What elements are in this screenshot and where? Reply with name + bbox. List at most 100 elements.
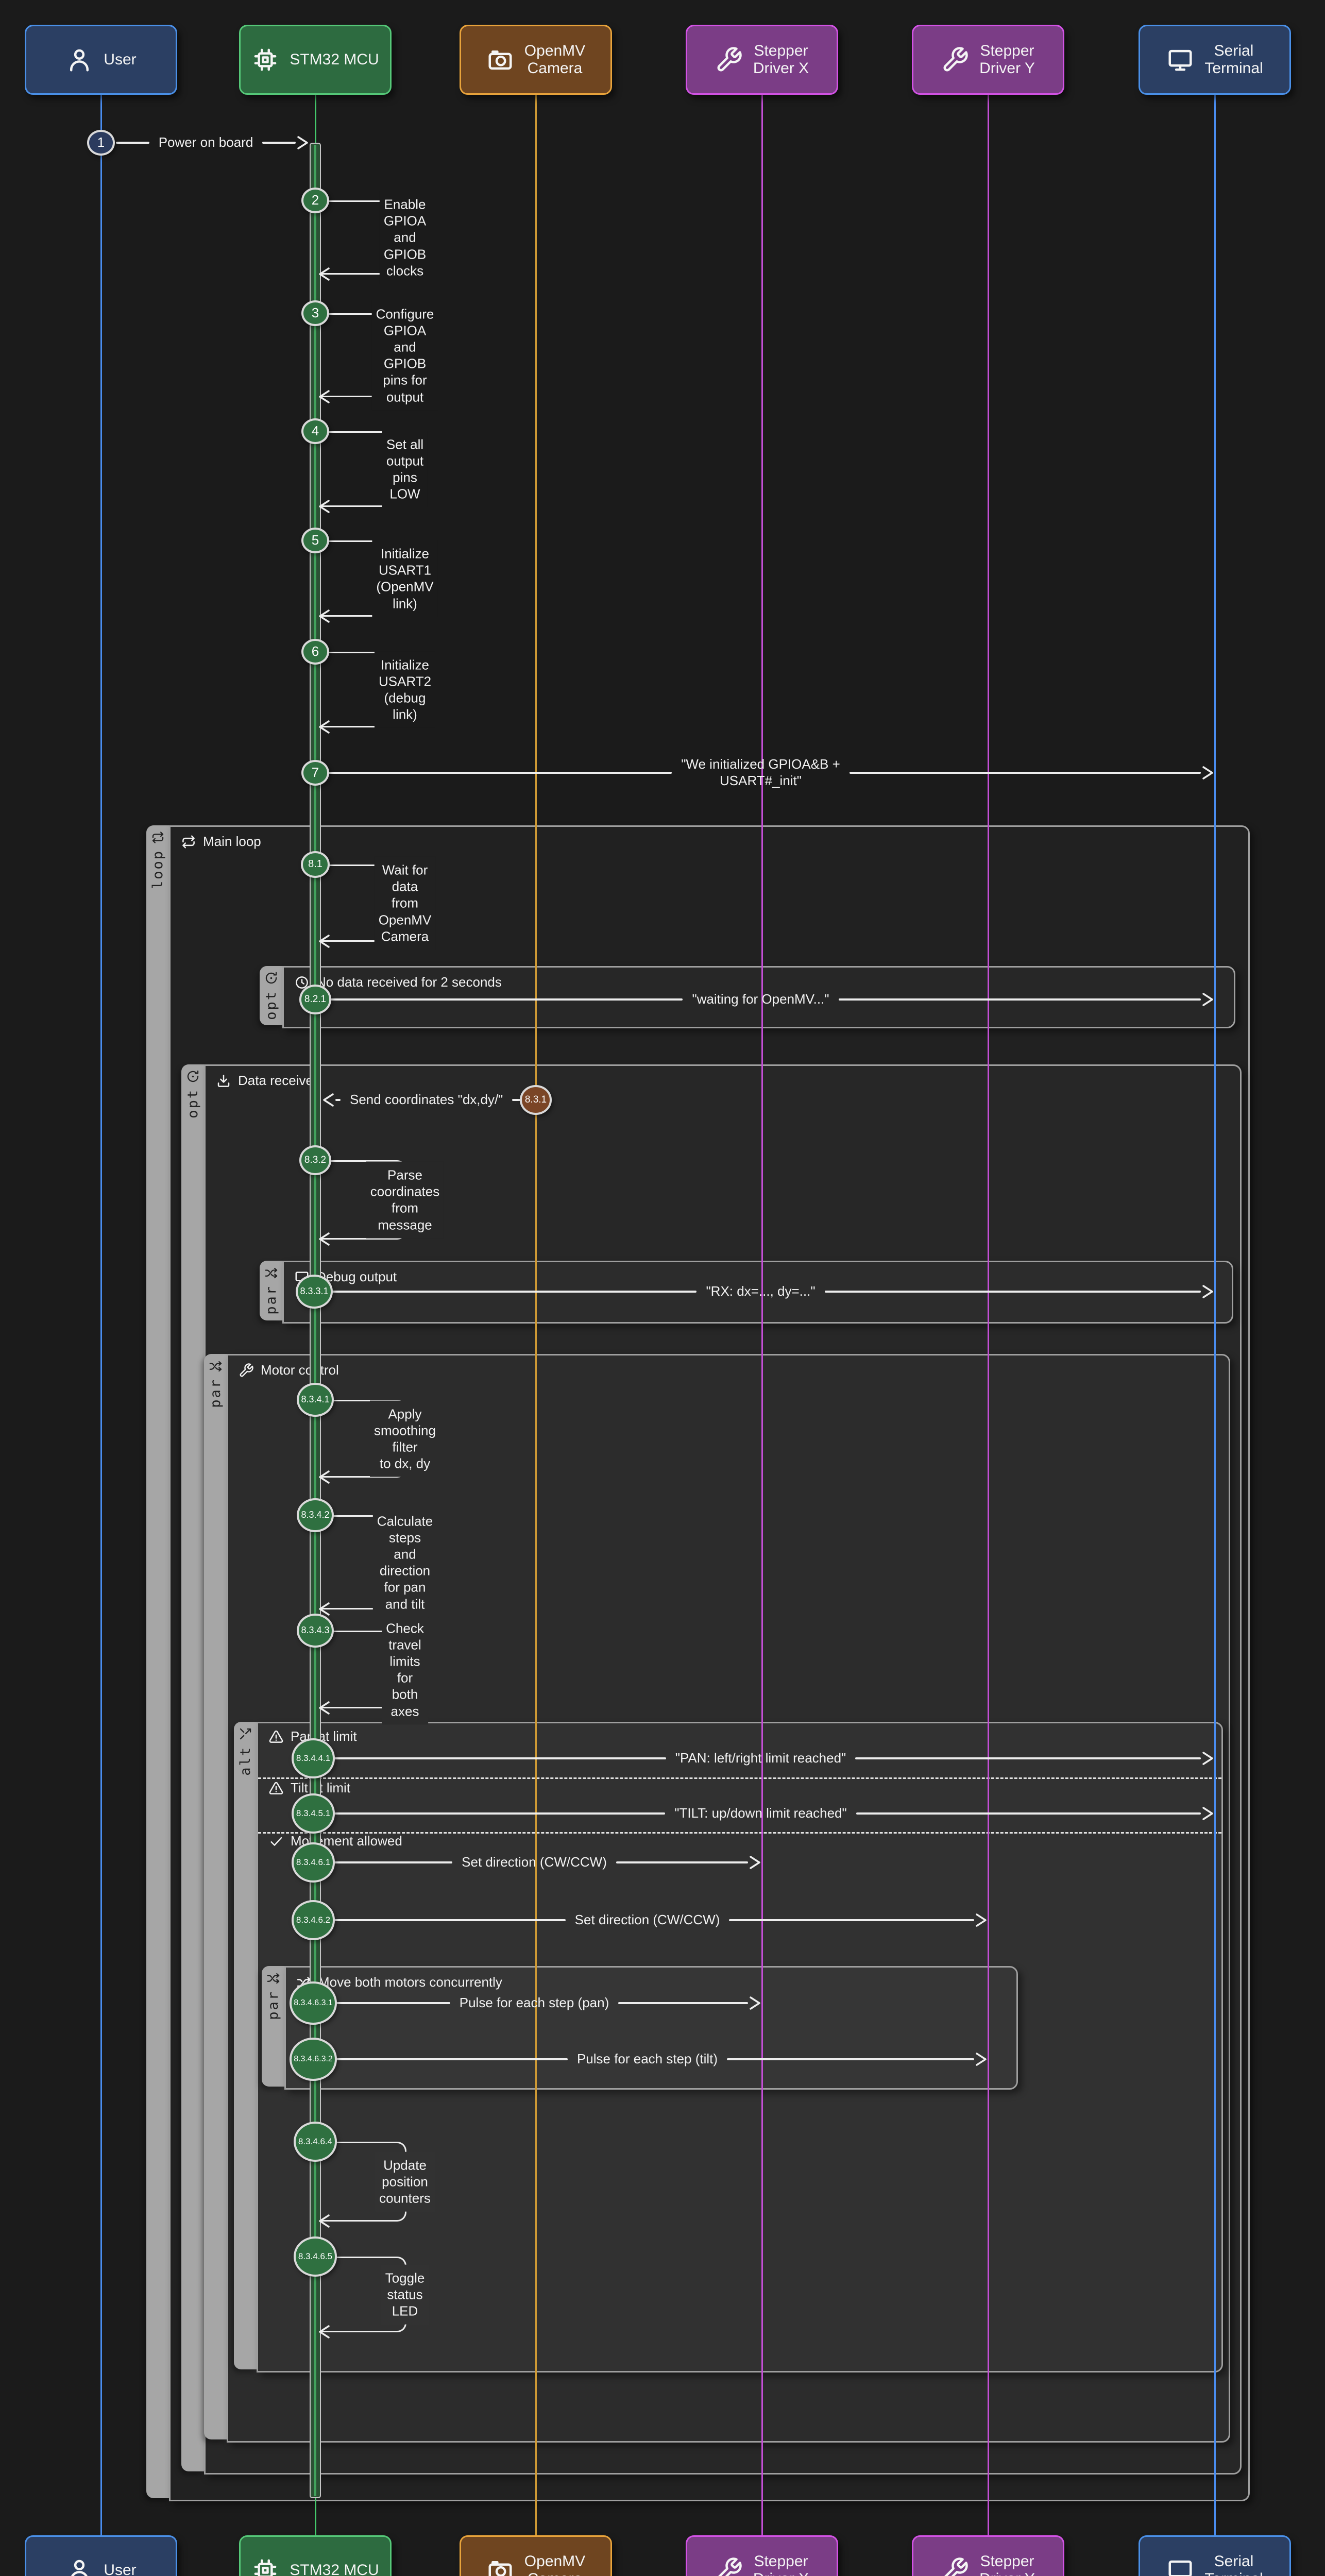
message-line xyxy=(320,1757,666,1759)
message-label: Set all output pins LOW xyxy=(382,431,428,507)
message-line xyxy=(838,998,1201,1001)
message-line xyxy=(616,1861,749,1863)
return-arrow-icon xyxy=(317,2213,331,2229)
sequence-number-badge: 8.3.4.6.2 xyxy=(292,1900,335,1940)
message-label: Parse coordinates from message xyxy=(366,1161,444,1239)
message-label: Update position counters xyxy=(375,2151,435,2212)
sequence-number-badge: 8.3.4.6.1 xyxy=(292,1842,335,1883)
sequence-number-badge: 8.3.4.4.1 xyxy=(292,1738,335,1778)
message-line xyxy=(618,2002,748,2004)
self-message-8.3.4.3: Check travel limits for both axes xyxy=(319,1614,428,1725)
chip-icon xyxy=(251,46,279,74)
message-line xyxy=(335,1099,341,1101)
participant-stepx-bottom: Stepper Driver X xyxy=(686,2535,838,2576)
person-icon xyxy=(65,46,93,74)
return-arrow-icon xyxy=(317,1231,331,1247)
frame-opt-1: No data received for 2 seconds xyxy=(282,966,1235,1028)
frame-header: Main loop xyxy=(181,834,261,850)
message-line xyxy=(729,1919,975,1921)
participant-label: Stepper Driver X xyxy=(753,2552,809,2576)
self-message-5: Initialize USART1 (OpenMV link) xyxy=(319,540,438,623)
lifeline-serial xyxy=(1214,95,1216,2535)
message-line xyxy=(320,2058,568,2060)
message-label: Set direction (CW/CCW) xyxy=(462,1854,607,1870)
sequence-number-badge: 8.3.3.1 xyxy=(296,1274,333,1309)
self-message-4: Set all output pins LOW xyxy=(319,431,428,513)
person-icon xyxy=(65,2556,93,2576)
message-line xyxy=(512,1099,521,1101)
participant-stepy-bottom: Stepper Driver Y xyxy=(912,2535,1064,2576)
message-label: Set direction (CW/CCW) xyxy=(574,1912,720,1928)
camera-icon xyxy=(486,46,514,74)
frame-tab-loop: loop xyxy=(146,825,169,2498)
chip-icon xyxy=(251,2556,279,2576)
camera-icon xyxy=(486,2556,514,2576)
message-line xyxy=(320,1919,566,1921)
participant-user-top: User xyxy=(25,25,177,95)
frame-title: Data received xyxy=(238,1073,321,1088)
frame-header: No data received for 2 seconds xyxy=(294,974,502,990)
sequence-number-badge: 8.1 xyxy=(301,851,330,878)
message-8.3.4.4.1: "PAN: left/right limit reached" xyxy=(320,1737,1215,1780)
repeat-icon xyxy=(151,831,165,844)
lifeline-stepx xyxy=(761,95,763,2535)
self-message-8.3.4.1: Apply smoothing filter to dx, dy xyxy=(319,1400,440,1484)
message-8.3.4.6.3.1: Pulse for each step (pan) xyxy=(320,1981,762,2025)
frame-kind-label: par xyxy=(265,1990,281,2020)
return-arrow-icon xyxy=(317,608,331,624)
alt-divider xyxy=(258,1832,1221,1834)
message-8.3.4.6.1: Set direction (CW/CCW) xyxy=(320,1841,762,1884)
return-arrow-icon xyxy=(317,1601,331,1617)
repeat-icon xyxy=(181,834,196,850)
self-message-8.3.2: Parse coordinates from message xyxy=(319,1160,444,1246)
message-8.3.4.5.1: "TILT: up/down limit reached" xyxy=(320,1792,1215,1835)
participant-openmv-top: OpenMV Camera xyxy=(460,25,612,95)
participant-label: OpenMV Camera xyxy=(524,2552,586,2576)
self-message-8.3.4.6.5: Toggle status LED xyxy=(319,2257,429,2338)
rotate-icon xyxy=(264,971,278,985)
message-label: "RX: dx=..., dy=..." xyxy=(706,1283,816,1299)
sequence-number-badge: 5 xyxy=(301,528,329,553)
message-label: "We initialized GPIOA&B + USART#_init" xyxy=(681,756,840,788)
message-line xyxy=(320,998,683,1001)
frame-title: Motor control xyxy=(261,1362,339,1378)
participant-label: OpenMV Camera xyxy=(524,42,586,77)
message-label: Check travel limits for both axes xyxy=(382,1614,428,1725)
monitor-icon xyxy=(1166,2556,1194,2576)
message-line xyxy=(320,1291,697,1293)
frame-title: Main loop xyxy=(203,834,261,849)
message-label: Pulse for each step (tilt) xyxy=(576,2051,718,2067)
message-label: "waiting for OpenMV..." xyxy=(692,991,829,1007)
frame-tab-opt: opt xyxy=(260,966,282,1025)
wrench-icon xyxy=(715,2556,743,2576)
participant-label: User xyxy=(104,2561,137,2576)
message-8.3.4.6.2: Set direction (CW/CCW) xyxy=(320,1899,988,1942)
message-label: Apply smoothing filter to dx, dy xyxy=(370,1400,440,1477)
frame-kind-label: loop xyxy=(149,850,166,890)
message-label: Initialize USART2 (debug link) xyxy=(374,651,436,728)
frame-kind-label: par xyxy=(207,1378,224,1408)
split-icon xyxy=(239,1727,252,1741)
participant-stepy-top: Stepper Driver Y xyxy=(912,25,1064,95)
alt-divider xyxy=(258,1777,1221,1779)
return-arrow-icon xyxy=(317,1700,331,1716)
frame-kind-label: opt xyxy=(184,1089,201,1118)
sequence-number-badge: 8.3.4.1 xyxy=(297,1382,334,1417)
message-line xyxy=(849,772,1201,774)
clock-icon xyxy=(294,975,310,990)
message-line xyxy=(856,1812,1201,1815)
return-arrow-icon xyxy=(317,389,331,404)
message-line xyxy=(727,2058,974,2060)
wrench-icon xyxy=(941,46,969,74)
message-label: Initialize USART1 (OpenMV link) xyxy=(372,540,438,617)
wrench-icon xyxy=(941,2556,969,2576)
check-icon xyxy=(268,1834,284,1849)
message-label: Pulse for each step (pan) xyxy=(459,1995,609,2011)
participant-user-bottom: User xyxy=(25,2535,177,2576)
participant-stepx-top: Stepper Driver X xyxy=(686,25,838,95)
frame-par-4: Motor control xyxy=(227,1354,1230,2443)
warning-icon xyxy=(268,1729,284,1744)
warning-icon xyxy=(268,1781,284,1796)
participant-openmv-bottom: OpenMV Camera xyxy=(460,2535,612,2576)
